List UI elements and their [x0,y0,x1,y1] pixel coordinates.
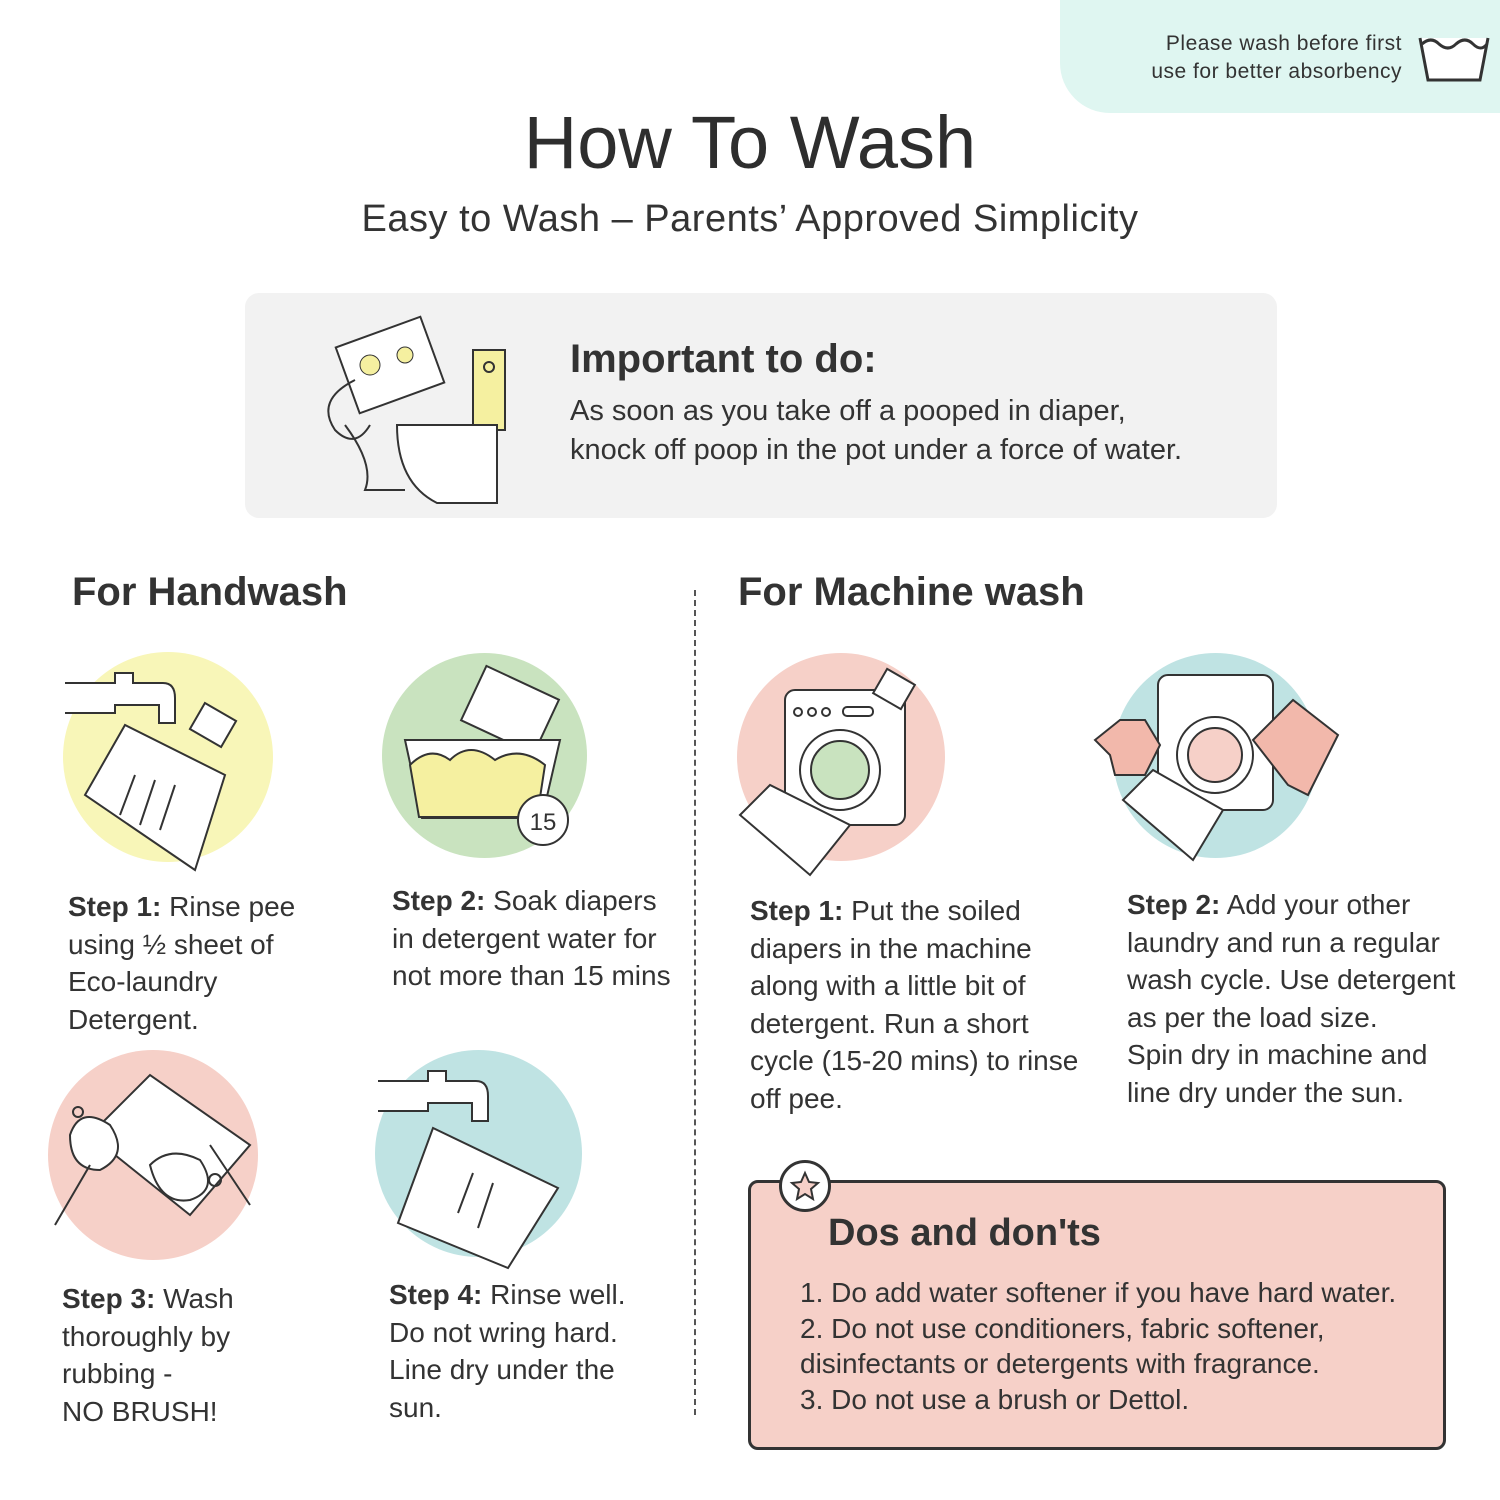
step-text: Rinse well. Do not wring hard. Line dry … [389,1279,626,1423]
important-body: As soon as you take off a pooped in diap… [570,395,1183,466]
step-text: Put the soiled diapers in the machine al… [750,895,1079,1114]
dos-and-donts-box [748,1180,1446,1450]
step-text: Rinse pee using ½ sheet of Eco-laundry D… [68,891,296,1035]
tap-rinse-line-dry-illustration [378,1070,560,1270]
page-subtitle: Easy to Wash – Parents’ Approved Simplic… [361,198,1139,240]
machine-laundry-illustration [1093,674,1340,862]
dos-and-donts-list: 1. Do add water softener if you have har… [800,1277,1397,1415]
machine-step-2: Step 2: Add your other laundry and run a… [1127,886,1455,1111]
step-label: Step 3: [62,1283,156,1314]
step-label: Step 1: [68,891,162,922]
handwash-step-1: Step 1: Rinse pee using ½ sheet of Eco-l… [68,888,295,1038]
important-heading: Important to do: [570,337,877,381]
page-title: How To Wash [523,101,977,184]
star-icon [779,1160,831,1212]
step-label: Step 4: [389,1279,483,1310]
step-label: Step 2: [392,885,486,916]
hand-rub-illustration [54,1073,252,1226]
section-divider [694,590,696,1415]
step-label: Step 1: [750,895,844,926]
timer-label: 15 [530,809,557,836]
handwash-step-2: Step 2: Soak diapers in detergent water … [392,882,671,995]
step-label: Step 2: [1127,889,1221,920]
washing-machine-illustration [738,667,917,877]
machine-step-1: Step 1: Put the soiled diapers in the ma… [750,892,1078,1117]
prewash-note-text: Please wash before first use for better … [1151,32,1402,83]
tap-rinse-illustration [65,672,238,872]
prewash-note: Please wash before first use for better … [1060,0,1500,113]
handwash-step-4: Step 4: Rinse well. Do not wring hard. L… [389,1276,626,1426]
handwash-step-3: Step 3: Wash thoroughly by rubbing - NO … [62,1280,234,1430]
dos-and-donts-title: Dos and don'ts [828,1212,1101,1254]
step-text: Soak diapers in detergent water for not … [392,885,671,991]
wash-basin-icon [1418,37,1490,82]
toilet-rinse-illustration [327,315,506,504]
step-text: Wash thoroughly by rubbing - NO BRUSH! [62,1283,234,1427]
step-text: Add your other laundry and run a regular… [1127,889,1456,1108]
handwash-heading: For Handwash [72,570,348,614]
soak-bowl-illustration: 15 [403,664,569,846]
machine-wash-heading: For Machine wash [738,570,1085,614]
